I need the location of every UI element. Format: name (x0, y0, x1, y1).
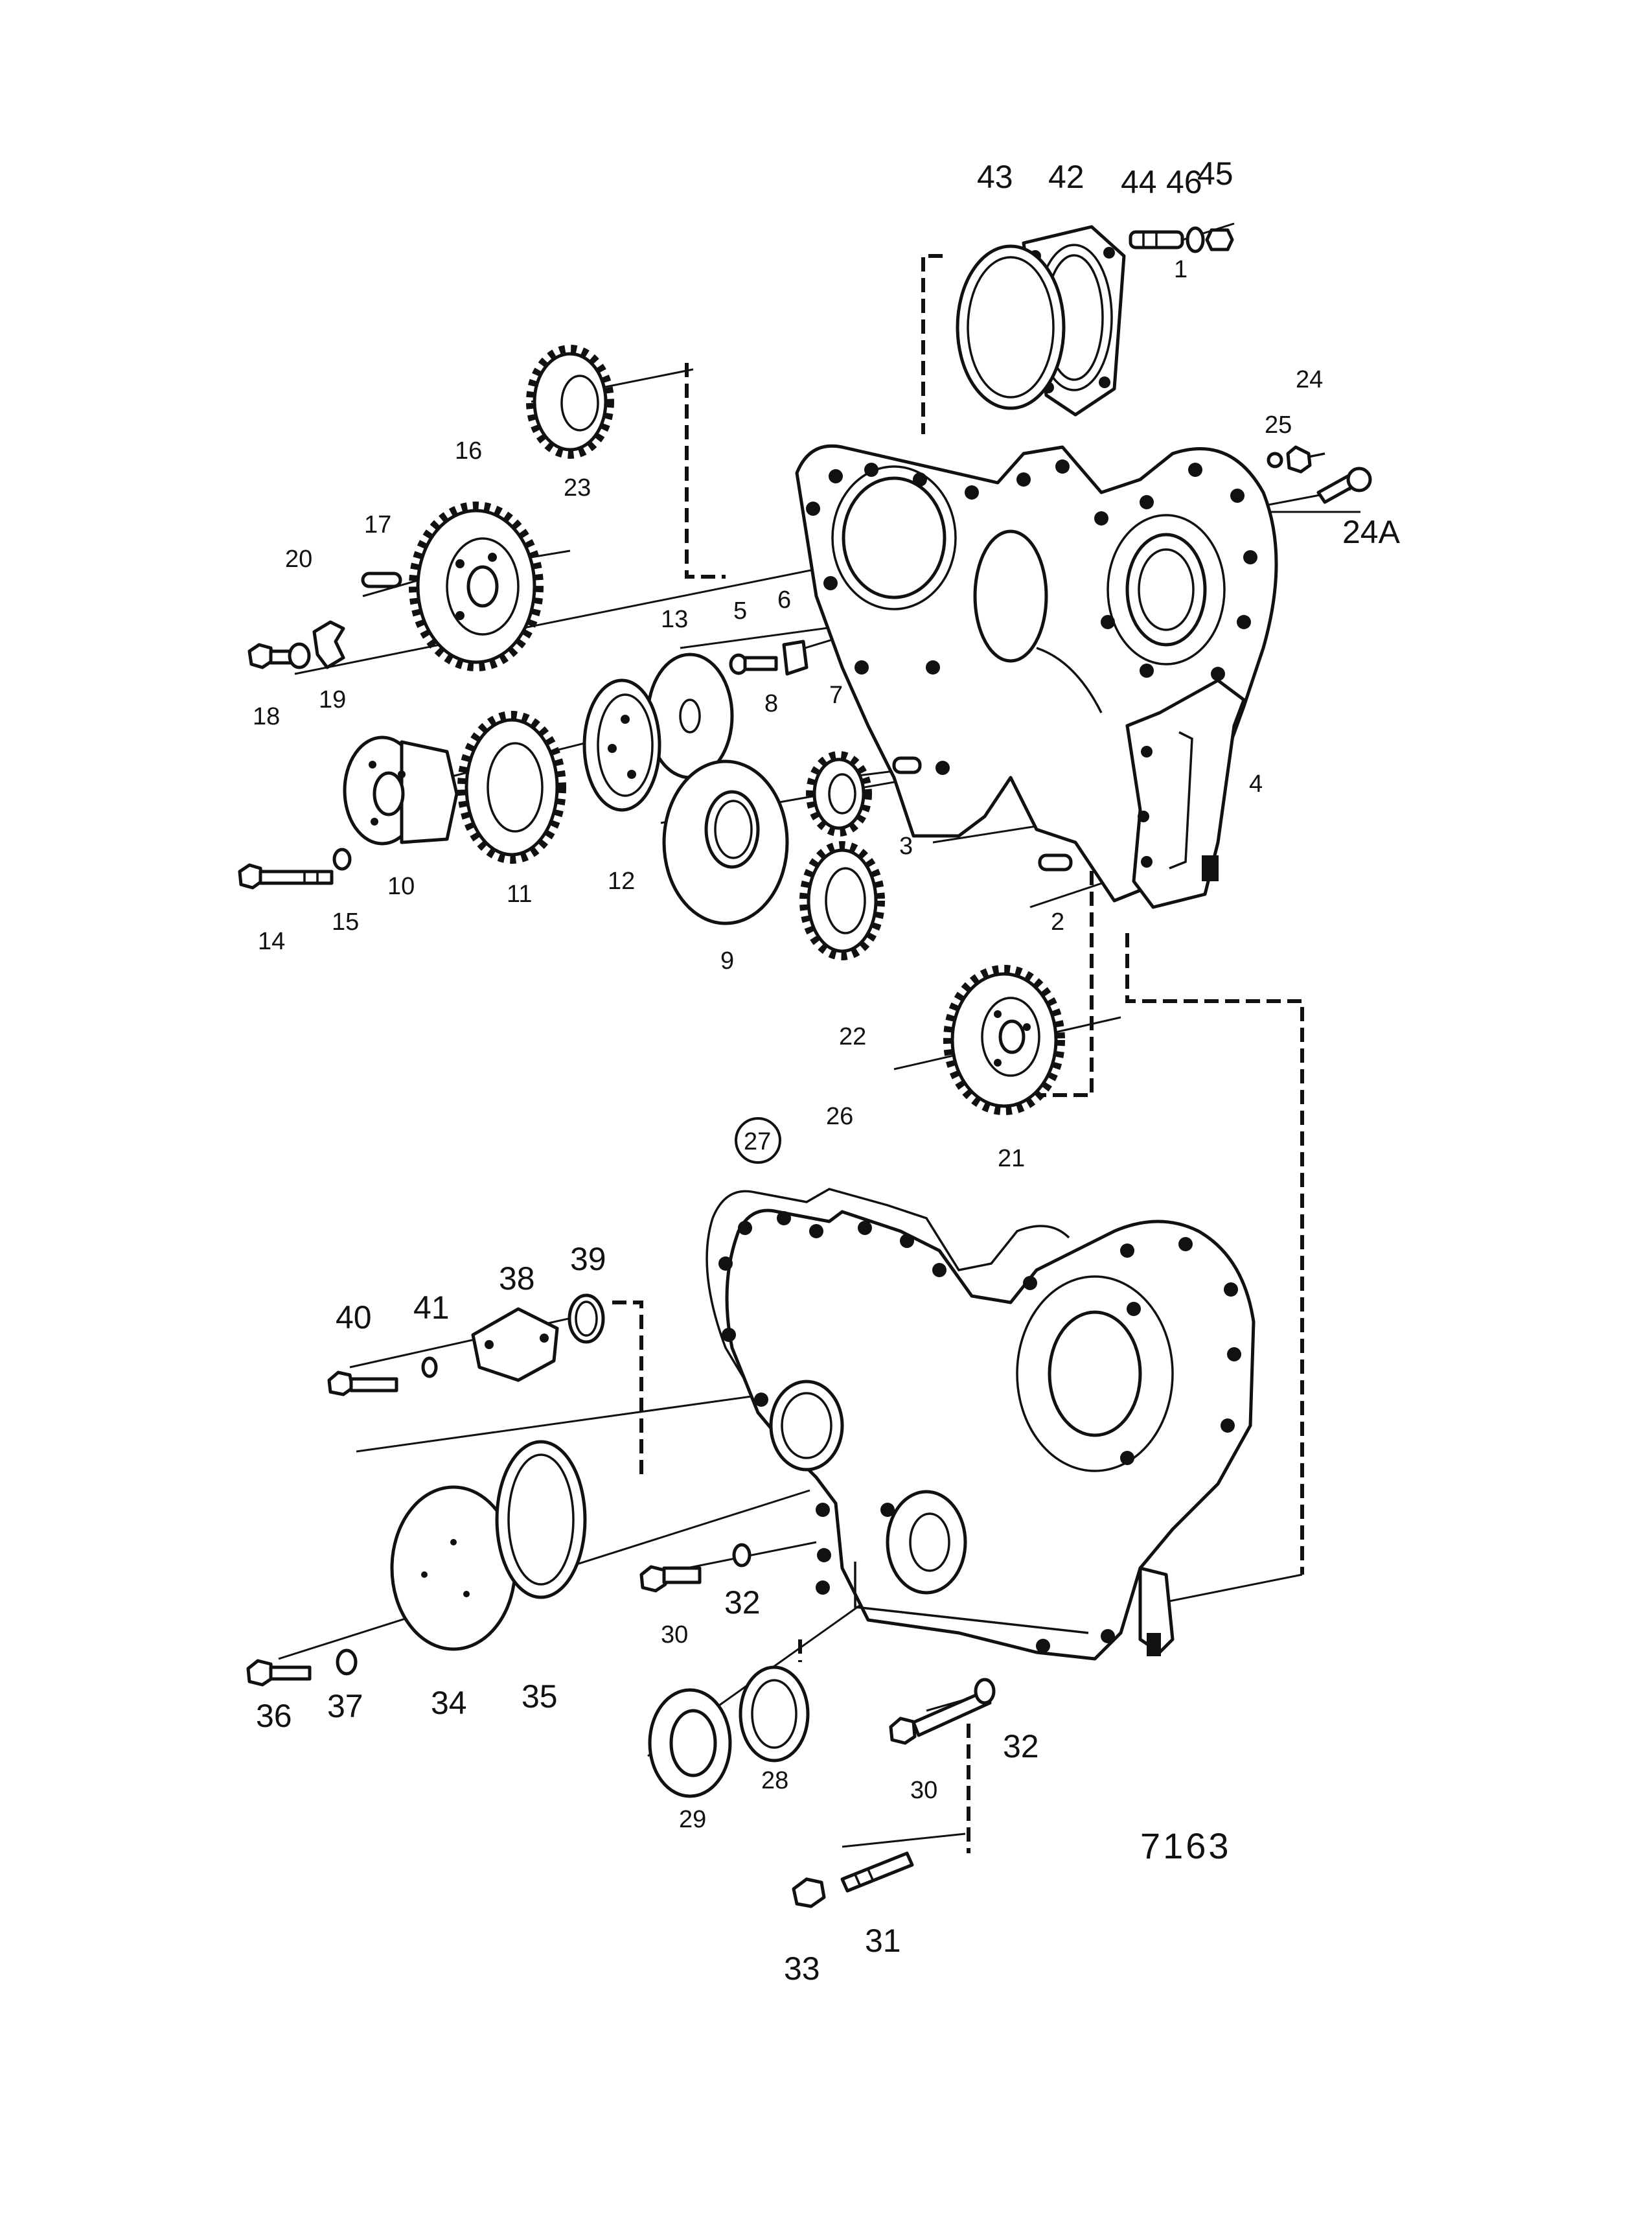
gasket-26 (706, 1188, 1070, 1453)
callout-6: 6 (777, 586, 791, 614)
bolt-24-washer-25 (1267, 445, 1372, 504)
callout-38: 38 (499, 1260, 535, 1297)
callout-32-lower: 32 (1003, 1728, 1039, 1764)
callout-8: 8 (764, 690, 778, 717)
callout-9: 9 (720, 947, 734, 975)
callout-11: 11 (507, 881, 532, 908)
callout-24a: 24A (1342, 514, 1401, 550)
gasket-43 (956, 244, 1066, 410)
washer-20 (288, 642, 311, 669)
callout-22: 22 (839, 1023, 866, 1050)
callout-28: 28 (761, 1767, 788, 1794)
callout-14: 14 (258, 928, 285, 955)
callout-35: 35 (522, 1678, 558, 1715)
callout-29: 29 (679, 1806, 706, 1833)
callout-13: 13 (661, 606, 688, 633)
seal-ring-35 (495, 1440, 587, 1599)
callout-36: 36 (256, 1698, 292, 1734)
callout-20: 20 (285, 546, 312, 573)
callout-16: 16 (455, 437, 482, 465)
bolt-14-washer-15 (238, 848, 352, 890)
flange-12 (582, 678, 661, 812)
gear-22 (799, 841, 885, 960)
stud-44-washer-46-nut-45 (1129, 226, 1234, 253)
cover-plate-38 (471, 1307, 559, 1382)
gear-11 (457, 711, 566, 864)
nut-33 (792, 1877, 826, 1908)
callout-12: 12 (608, 868, 635, 895)
callout-18: 18 (253, 703, 280, 730)
seal-28 (739, 1665, 810, 1763)
bolt-30-upper (639, 1565, 702, 1593)
callout-39: 39 (570, 1241, 606, 1277)
gear-16 (409, 502, 544, 671)
callout-26: 26 (826, 1103, 853, 1130)
pin-3 (892, 756, 922, 774)
callout-27: 27 (744, 1128, 771, 1155)
thrust-disc-13 (646, 653, 734, 780)
pin-17 (361, 572, 402, 588)
bolt-40 (327, 1370, 398, 1396)
callout-30-upper: 30 (661, 1621, 688, 1648)
callout-19: 19 (319, 686, 346, 713)
stud-31 (840, 1851, 914, 1893)
callout-41: 41 (413, 1289, 450, 1326)
callout-44: 44 (1121, 164, 1157, 200)
thrust-washer-9 (662, 759, 789, 925)
callout-15: 15 (332, 908, 359, 936)
circle-callout-27 (735, 1117, 781, 1164)
dowel-pin-2 (1038, 853, 1073, 872)
callout-24: 24 (1296, 366, 1323, 393)
side-rail-4 (1125, 678, 1246, 909)
callout-2: 2 (1051, 908, 1064, 936)
callout-21: 21 (998, 1145, 1025, 1172)
gear-21 (943, 965, 1065, 1115)
callout-31: 31 (865, 1923, 901, 1959)
callout-46: 46 (1166, 164, 1202, 200)
gear-7 (806, 751, 872, 837)
callout-32-upper: 32 (724, 1584, 761, 1621)
seal-29 (648, 1688, 732, 1798)
callout-10: 10 (387, 873, 415, 900)
callout-45: 45 (1197, 156, 1233, 192)
callout-3: 3 (899, 833, 913, 860)
cover-right-rail (1138, 1566, 1175, 1656)
callout-42: 42 (1048, 159, 1084, 195)
gear-23 (526, 345, 614, 459)
callout-1: 1 (1174, 256, 1187, 283)
callout-40: 40 (336, 1299, 372, 1335)
callout-30-lower: 30 (910, 1777, 937, 1804)
washer-41 (421, 1356, 438, 1378)
washer-37 (336, 1648, 358, 1676)
lock-tab-6 (782, 640, 809, 676)
bolt-5 (729, 653, 778, 675)
o-ring-39 (568, 1293, 605, 1344)
callout-43: 43 (977, 159, 1013, 195)
callout-7: 7 (829, 682, 843, 709)
hub-10 (343, 735, 459, 846)
callout-33: 33 (784, 1950, 820, 1987)
washer-32-lower (974, 1678, 996, 1705)
callout-23: 23 (564, 474, 591, 502)
bolt-30-lower (889, 1689, 992, 1745)
callout-4: 4 (1249, 770, 1263, 798)
callout-37: 37 (327, 1688, 363, 1724)
cover-disc-34 (390, 1485, 517, 1651)
front-cover (718, 1208, 1256, 1661)
lock-plate-19 (312, 620, 345, 669)
callout-numbers: 1 2 3 4 5 6 7 8 9 10 11 12 13 14 15 16 1… (253, 156, 1401, 1987)
bolt-36 (246, 1659, 312, 1687)
callout-25: 25 (1265, 411, 1292, 439)
callout-17: 17 (364, 511, 391, 538)
callout-5: 5 (733, 597, 747, 625)
washer-32-upper (732, 1543, 751, 1567)
drawing-number: 7163 (1140, 1825, 1232, 1866)
callout-34: 34 (431, 1685, 467, 1721)
